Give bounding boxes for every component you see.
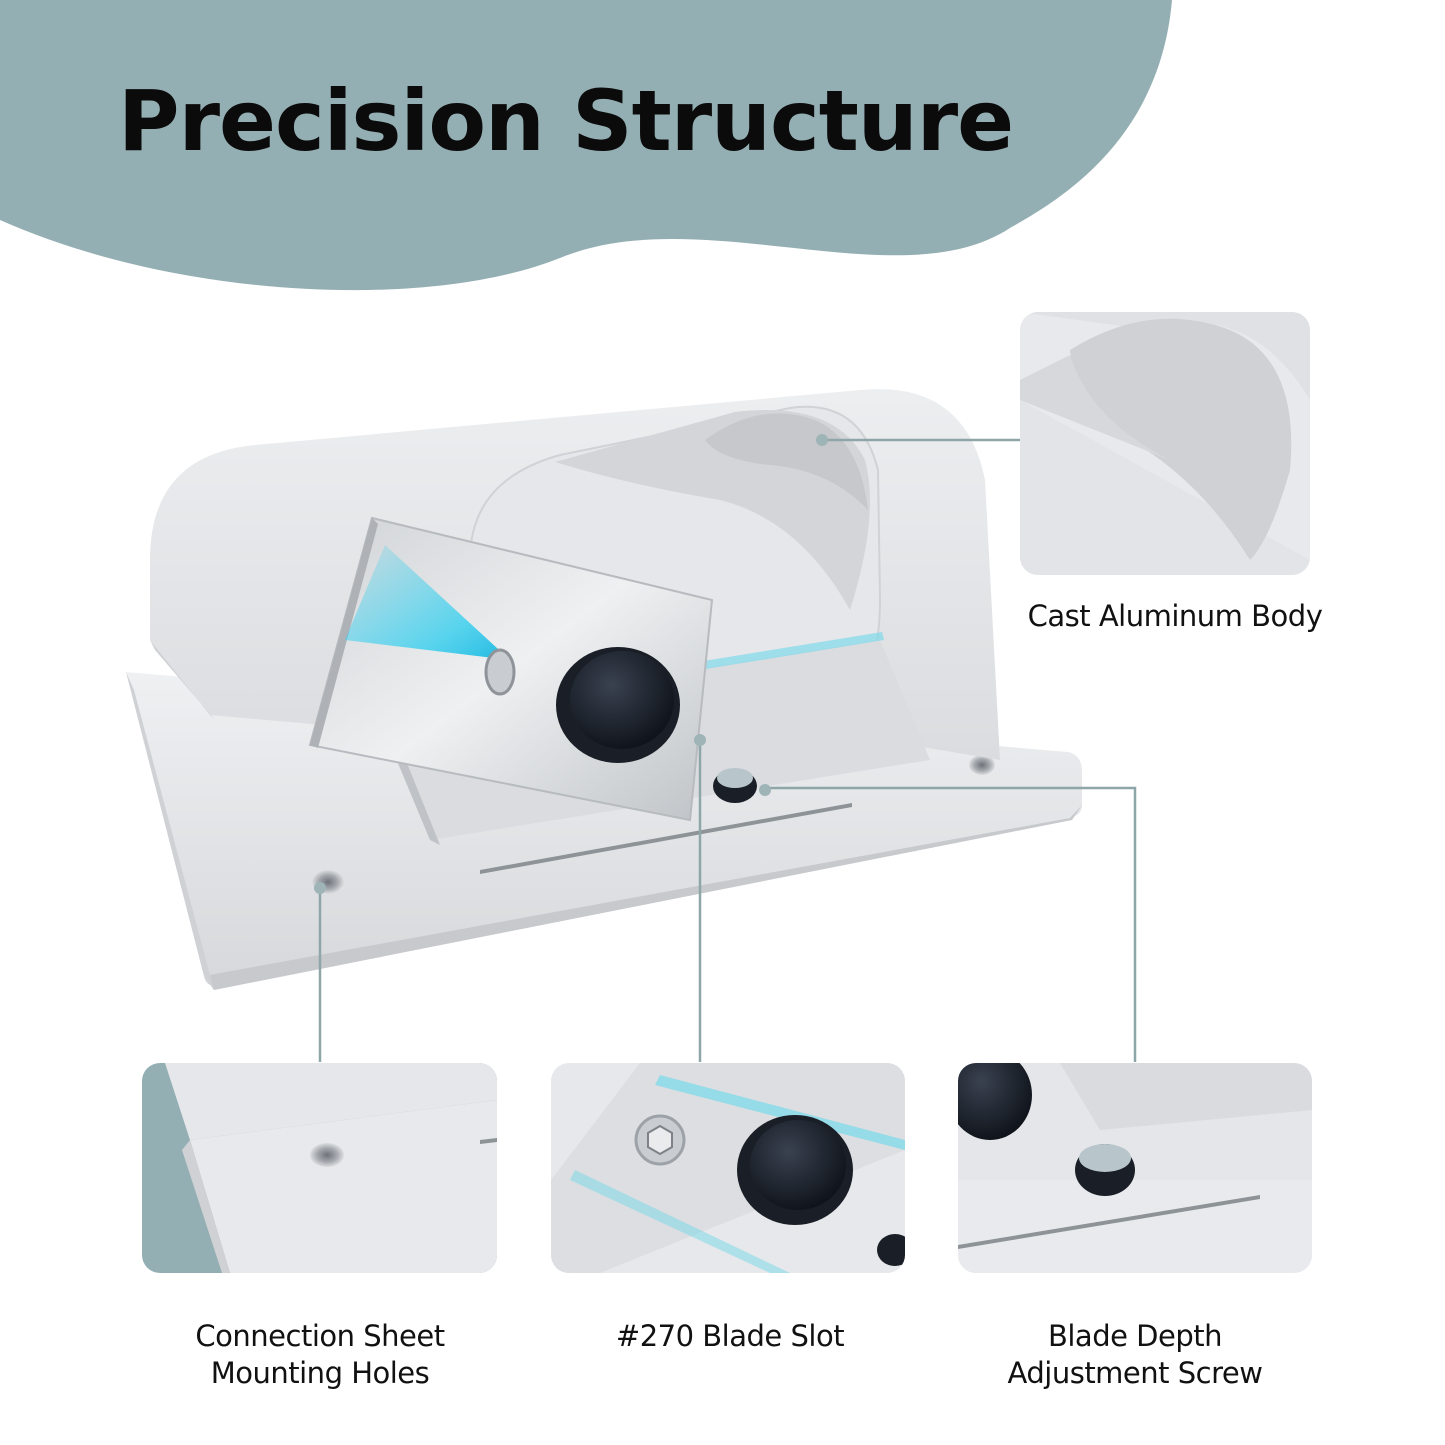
caption-line: #270 Blade Slot	[615, 1319, 845, 1353]
caption-line: Mounting Holes	[210, 1356, 430, 1390]
header-banner	[0, 0, 1172, 291]
page-title: Precision Structure	[118, 72, 1014, 170]
hex-screw-icon	[484, 648, 516, 696]
caption-line: Adjustment Screw	[1007, 1356, 1263, 1390]
thumb-knob-icon	[556, 647, 680, 763]
mounting-hole	[969, 755, 995, 775]
caption-line: Connection Sheet	[195, 1319, 445, 1353]
thumbnail-mounting-holes	[142, 1063, 497, 1273]
caption-mounting-holes: Connection Sheet Mounting Holes	[120, 1318, 520, 1392]
thumbnail-cast-body	[1020, 312, 1310, 575]
thumbnail-blade-slot	[551, 1063, 905, 1273]
cutter-product-image	[126, 389, 1082, 990]
caption-cast-aluminum-body: Cast Aluminum Body	[1005, 598, 1345, 635]
callout-leaders	[318, 438, 1137, 1062]
caption-blade-slot: #270 Blade Slot	[560, 1318, 900, 1355]
caption-line: Blade Depth	[1047, 1319, 1223, 1353]
thumbnail-depth-screw	[958, 1063, 1312, 1273]
caption-depth-screw: Blade Depth Adjustment Screw	[960, 1318, 1310, 1392]
caption-line: Cast Aluminum Body	[1027, 599, 1323, 633]
